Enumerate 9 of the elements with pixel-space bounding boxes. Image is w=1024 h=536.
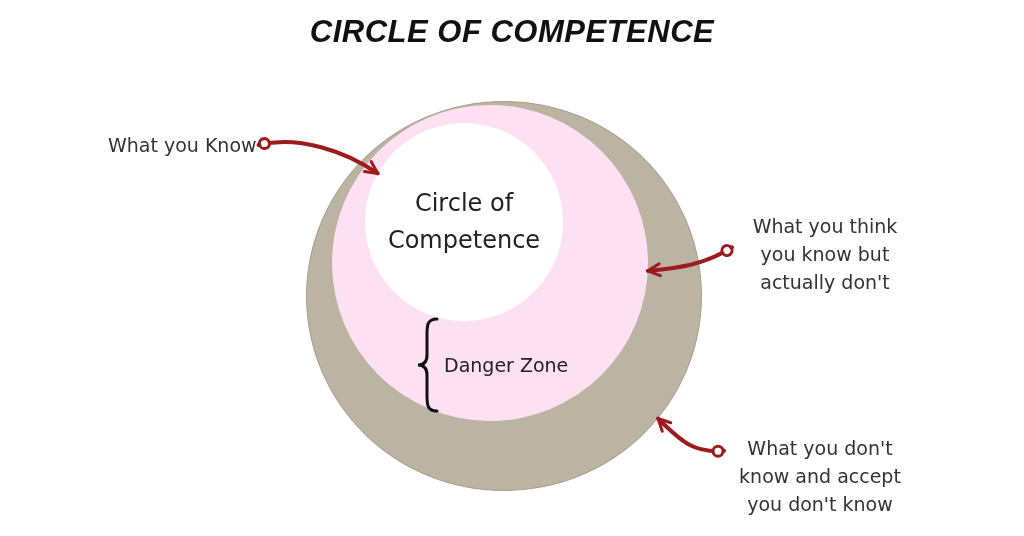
leader-arrow xyxy=(256,137,380,176)
callout-text: What you don't know and accept you don't know xyxy=(726,434,914,518)
leader-arrow xyxy=(645,243,734,278)
leader-arrow xyxy=(656,416,726,458)
callout-text: What you think you know but actually don't xyxy=(734,212,916,296)
callout-text: What you Know xyxy=(108,131,257,159)
zone-label: Danger Zone xyxy=(444,353,569,378)
circle-label: Circle of Competence xyxy=(387,188,541,256)
diagram-title: CIRCLE OF COMPETENCE xyxy=(309,14,715,50)
